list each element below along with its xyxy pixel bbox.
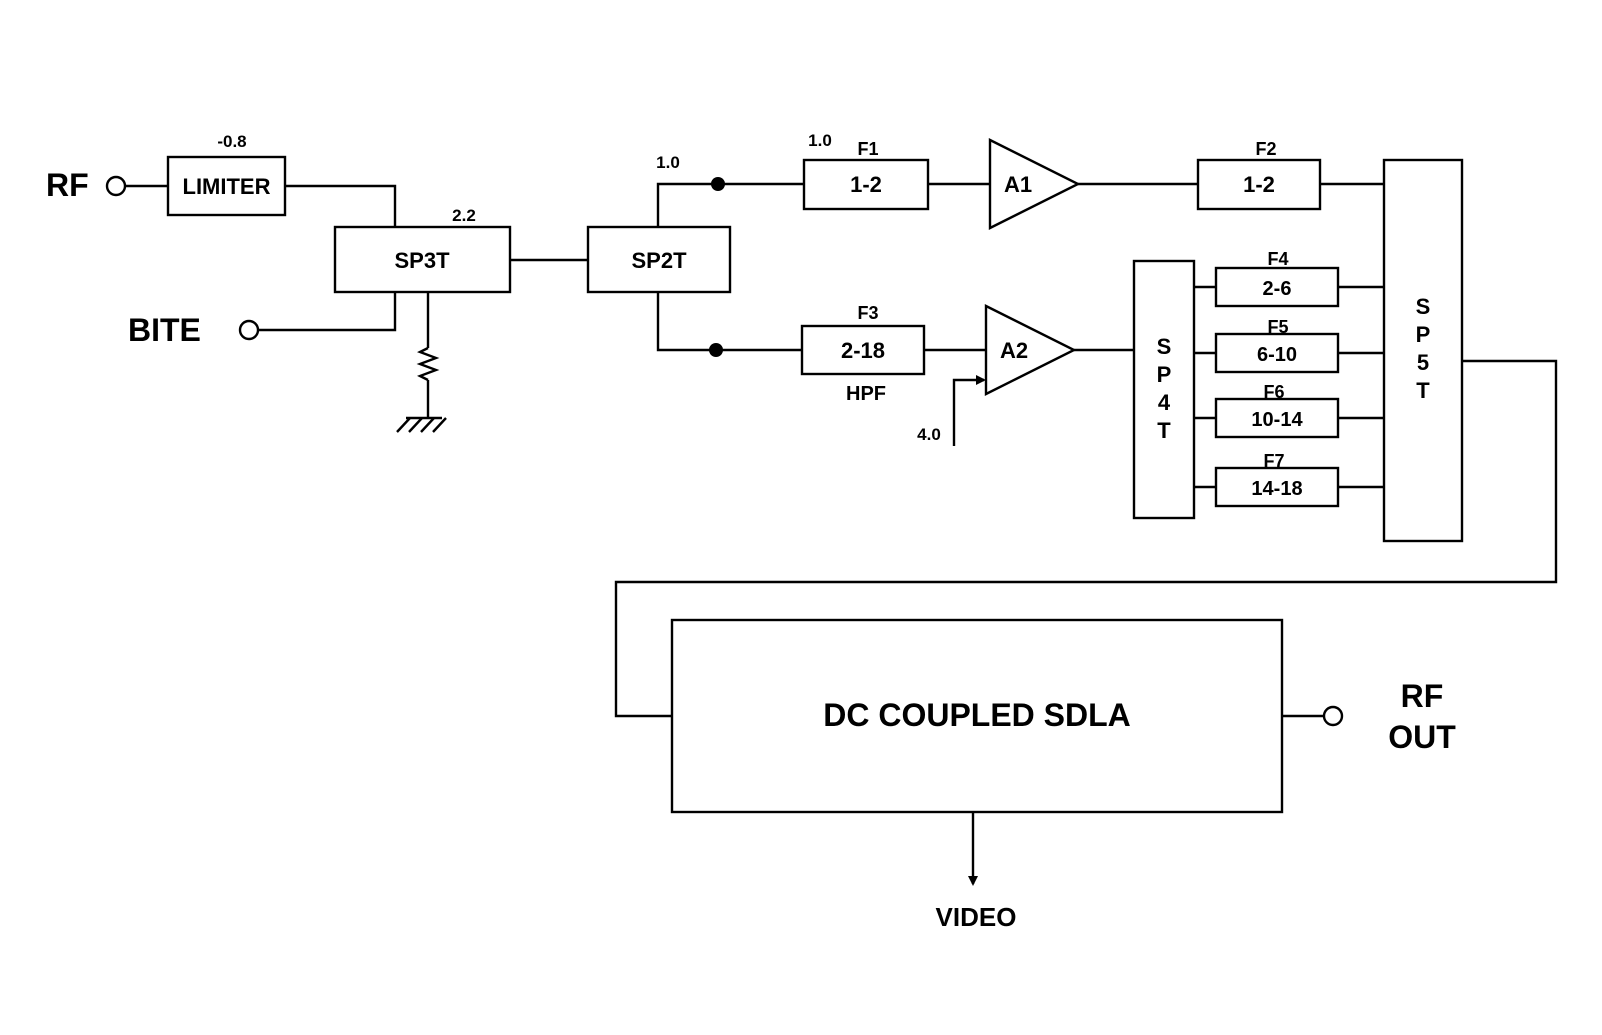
- filter-f4-band: 2-6: [1263, 278, 1292, 300]
- limiter-value: -0.8: [217, 132, 246, 151]
- amplifier-a1-label: A1: [1004, 172, 1032, 197]
- sp4t-letter: P: [1157, 362, 1172, 387]
- sp3t-block: SP3T: [333, 225, 512, 294]
- filter-f6-name: F6: [1263, 382, 1284, 402]
- filter-f1: 1-2: [802, 158, 930, 211]
- sp4t-letter: 4: [1158, 390, 1171, 415]
- filter-f3: 2-18: [800, 324, 926, 376]
- junction-lower-icon: [709, 343, 723, 357]
- sp4t-block: S P 4 T: [1132, 259, 1196, 520]
- filter-f5-band: 6-10: [1257, 344, 1297, 366]
- sp5t-letter: S: [1416, 294, 1431, 319]
- filter-f1-band: 1-2: [850, 172, 882, 197]
- rf-in-port-icon: [105, 175, 127, 197]
- sdla-block: DC COUPLED SDLA: [670, 618, 1284, 814]
- filter-f4: 2-6: [1214, 266, 1340, 308]
- filter-f4-name: F4: [1267, 249, 1288, 269]
- rf-out-port-icon: [1322, 705, 1344, 727]
- rf-out-label: RF: [1401, 678, 1444, 714]
- sp5t-letter: 5: [1417, 350, 1429, 375]
- filter-f3-note: HPF: [846, 383, 886, 405]
- filter-f5: 6-10: [1214, 332, 1340, 374]
- bite-port-icon: [238, 319, 260, 341]
- filter-f2: 1-2: [1196, 158, 1322, 211]
- sdla-label: DC COUPLED SDLA: [823, 697, 1131, 733]
- filter-f7-band: 14-18: [1251, 478, 1302, 500]
- rf-in-label: RF: [46, 167, 89, 203]
- sp5t-block: S P 5 T: [1382, 158, 1464, 543]
- junction-upper-icon: [711, 177, 725, 191]
- sp3t-value: 2.2: [452, 206, 476, 225]
- filter-f6: 10-14: [1214, 397, 1340, 439]
- filter-f2-band: 1-2: [1243, 172, 1275, 197]
- amplifier-a2: A2: [984, 304, 1077, 396]
- filter-f7-name: F7: [1263, 451, 1284, 471]
- filter-f5-name: F5: [1267, 317, 1288, 337]
- sp2t-block: SP2T: [586, 225, 732, 294]
- sp3t-label: SP3T: [394, 248, 450, 273]
- sp4t-letter: T: [1157, 418, 1171, 443]
- filter-f3-band: 2-18: [841, 338, 885, 363]
- filter-f2-name: F2: [1255, 139, 1276, 159]
- limiter-block: LIMITER: [166, 155, 287, 217]
- bite-label: BITE: [128, 312, 201, 348]
- amplifier-a2-label: A2: [1000, 338, 1028, 363]
- limiter-label: LIMITER: [183, 174, 271, 199]
- wires: [124, 182, 1558, 886]
- filter-f1-value: 1.0: [808, 131, 832, 150]
- sp5t-letter: P: [1416, 322, 1431, 347]
- sp4t-letter: S: [1157, 334, 1172, 359]
- amplifier-a1: A1: [988, 138, 1081, 230]
- a2-control-value: 4.0: [917, 425, 941, 444]
- video-label: VIDEO: [936, 902, 1017, 932]
- filter-f1-name: F1: [857, 139, 878, 159]
- filter-f6-band: 10-14: [1251, 409, 1303, 431]
- sp2t-value: 1.0: [656, 153, 680, 172]
- filter-f3-name: F3: [857, 303, 878, 323]
- sp5t-letter: T: [1416, 378, 1430, 403]
- filter-f7: 14-18: [1214, 466, 1340, 508]
- rf-out-label: OUT: [1388, 719, 1456, 755]
- sp2t-label: SP2T: [631, 248, 687, 273]
